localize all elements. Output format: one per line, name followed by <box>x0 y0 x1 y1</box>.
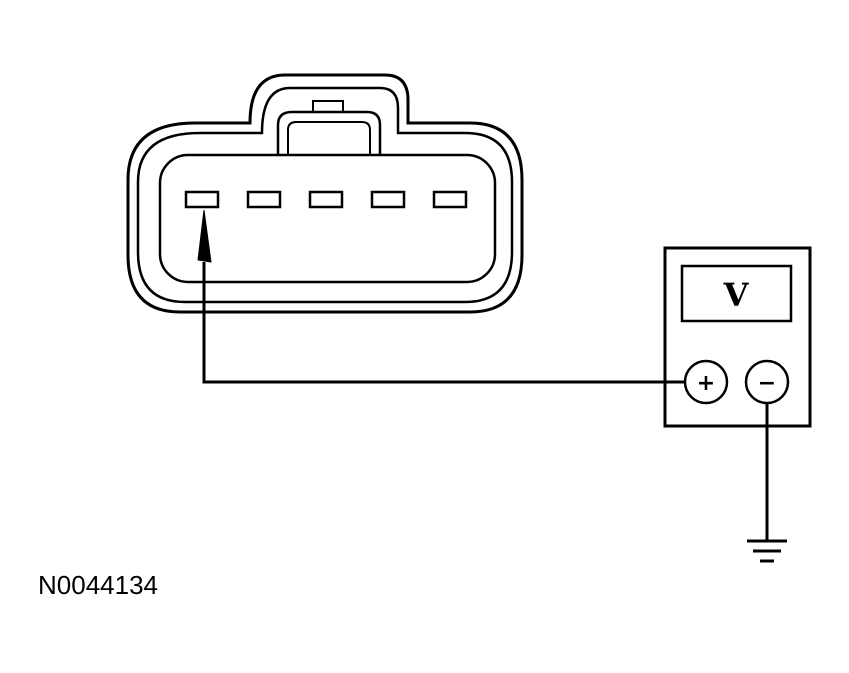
probe-tip <box>197 209 212 263</box>
connector-pin-4 <box>370 190 406 209</box>
voltmeter-display-symbol: V <box>723 276 750 314</box>
connector-pin-1 <box>184 190 220 209</box>
voltmeter-body <box>663 246 812 428</box>
positive-lead-wire <box>202 262 686 384</box>
connector-latch-tab <box>312 100 344 113</box>
ground-icon <box>747 539 787 563</box>
positive-terminal-symbol: + <box>697 371 715 396</box>
connector-pin-3 <box>308 190 344 209</box>
connector-pin-5 <box>432 190 468 209</box>
negative-terminal-symbol: − <box>758 371 776 396</box>
connector-latch <box>276 110 382 155</box>
positive-terminal <box>683 359 729 405</box>
connector-housing-inner <box>136 86 514 304</box>
voltmeter-display <box>680 264 793 323</box>
connector-pin-2 <box>246 190 282 209</box>
connector-pins <box>184 190 468 209</box>
connector-latch-inner <box>287 121 371 155</box>
connector-housing-outer <box>126 73 524 314</box>
figure-id-label: N0044134 <box>38 570 158 600</box>
connector-face <box>158 153 497 284</box>
